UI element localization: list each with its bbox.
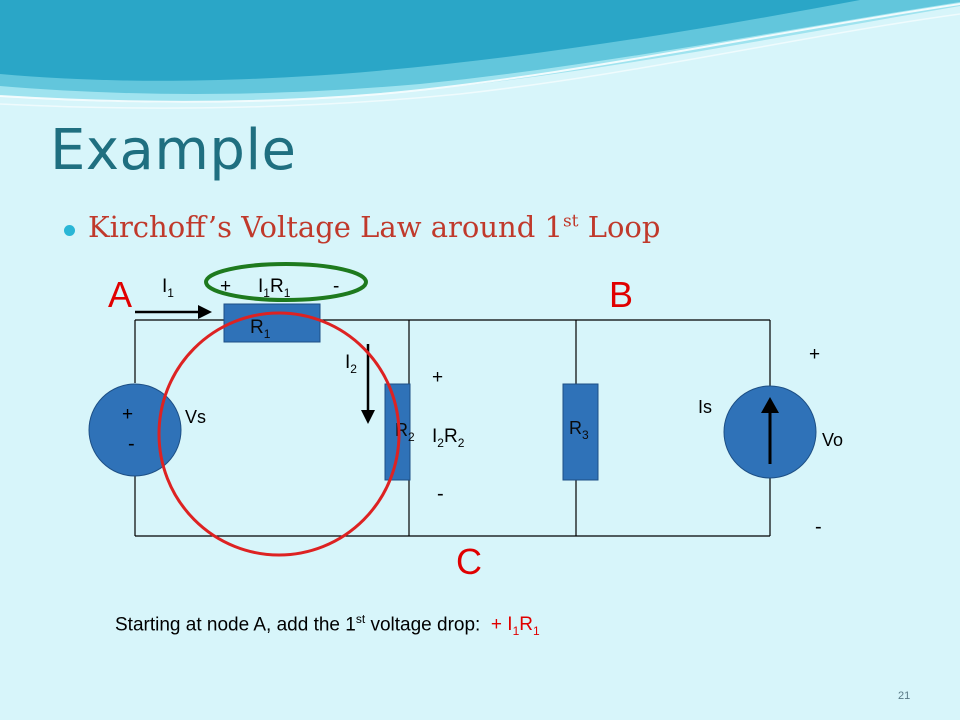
caption-text: Starting at node A, add the 1st voltage … — [115, 612, 540, 638]
node-c-label: C — [456, 541, 482, 582]
caption-middle: voltage drop: — [365, 614, 491, 636]
svg-text:+: + — [122, 404, 133, 425]
i2-label: I2 — [345, 352, 357, 376]
node-a-label: A — [108, 274, 132, 315]
caption-term: + I1R1 — [490, 614, 540, 639]
bullet-text: Kirchoff’s Voltage Law around 1st Loop — [88, 210, 660, 244]
current-source-is — [723, 385, 817, 479]
current-i1-arrow — [135, 305, 212, 319]
svg-text:R1: R1 — [250, 317, 271, 341]
r1-drop-label: I1R1 — [258, 276, 291, 300]
resistor-r1: R1 — [223, 303, 321, 343]
caption-sup: st — [355, 612, 366, 626]
bullet-text-sup: st — [562, 211, 579, 232]
bullet-icon — [64, 225, 75, 236]
node-b-label: B — [609, 274, 633, 315]
caption-prefix: Starting at node A, add the 1 — [115, 614, 356, 636]
bullet-text-tail: Loop — [578, 210, 661, 244]
vo-minus: - — [815, 516, 822, 538]
r1-drop-plus: + — [220, 276, 231, 297]
bullet-text-main: Kirchoff’s Voltage Law around 1 — [88, 210, 563, 244]
r2-drop-plus: + — [432, 367, 443, 388]
voltage-source-vs: + - — [88, 383, 182, 477]
svg-text:-: - — [128, 433, 135, 455]
svg-text:R3: R3 — [569, 418, 589, 442]
slide-number: 21 — [898, 690, 911, 702]
current-i2-arrow — [361, 344, 375, 424]
vo-label: Vo — [822, 430, 843, 450]
r2-drop-minus: - — [437, 483, 444, 505]
red-loop-ellipse — [157, 311, 401, 557]
r2-drop-label: I2R2 — [432, 426, 465, 450]
i1-label: I1 — [162, 276, 174, 300]
green-highlight-ellipse — [204, 262, 368, 302]
wave-header — [0, 0, 960, 109]
slide-title: Example — [50, 118, 297, 183]
resistor-r3: R3 — [562, 383, 599, 481]
r1-drop-minus: - — [333, 276, 339, 297]
vo-plus: + — [809, 344, 820, 365]
is-label: Is — [698, 397, 712, 417]
vs-label: Vs — [185, 407, 206, 427]
